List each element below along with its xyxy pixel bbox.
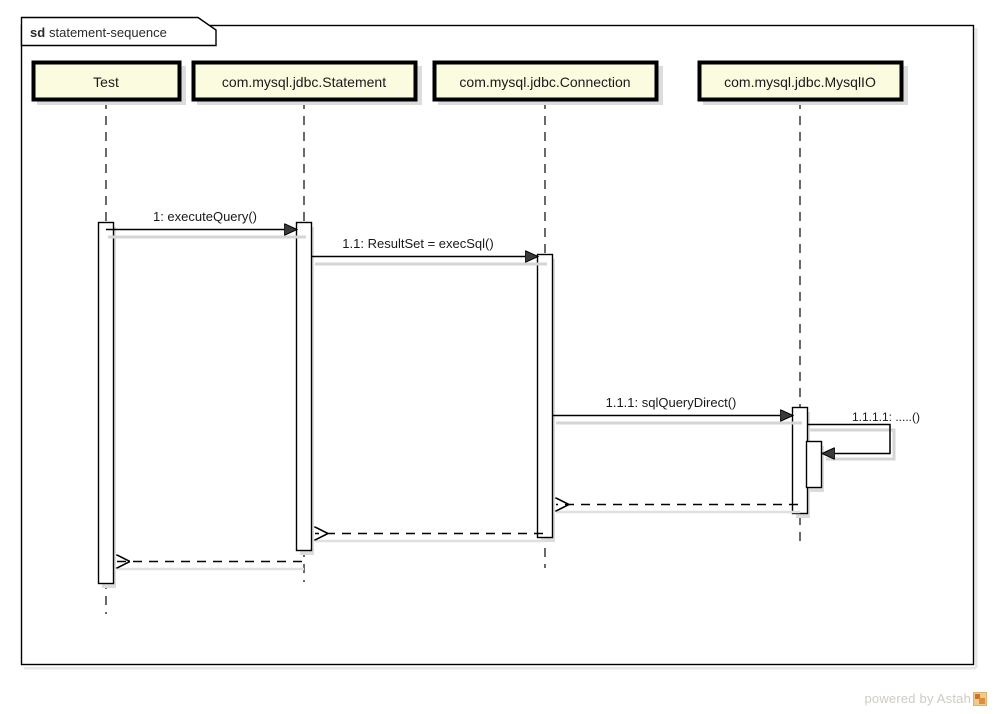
lifeline-head-connection[interactable]: com.mysql.jdbc.Connection	[432, 60, 659, 102]
diagram-frame	[20, 24, 978, 670]
lifeline-head-test[interactable]: Test	[31, 60, 182, 102]
activation-test	[97, 221, 115, 585]
return-message-statement-to-test[interactable]	[117, 562, 304, 571]
message-1-executeQuery[interactable]: 1: executeQuery()	[106, 209, 306, 239]
message-label-1-1-1-1: 1.1.1.1: .....()	[852, 410, 920, 424]
frame-keyword: sd	[30, 25, 45, 40]
message-1-1-1-1-self-call[interactable]: 1.1.1.1: .....()	[807, 410, 920, 461]
activation-statement	[295, 221, 313, 552]
lifeline-head-statement[interactable]: com.mysql.jdbc.Statement	[191, 60, 418, 102]
return-message-mysqlio-to-connection[interactable]	[556, 505, 800, 514]
lifeline-label-connection: com.mysql.jdbc.Connection	[459, 74, 630, 90]
lifeline-label-test: Test	[93, 74, 119, 90]
message-label-1-1: 1.1: ResultSet = execSql()	[342, 236, 493, 251]
lifeline-label-mysqlio: com.mysql.jdbc.MysqlIO	[724, 74, 876, 90]
message-1-1-1-sqlQueryDirect[interactable]: 1.1.1: sqlQueryDirect()	[553, 395, 802, 425]
lifeline-label-statement: com.mysql.jdbc.Statement	[222, 74, 386, 90]
astah-logo-icon	[973, 691, 987, 706]
message-1-1-execSql[interactable]: 1.1: ResultSet = execSql()	[312, 236, 547, 266]
activation-connection	[536, 253, 554, 539]
watermark-text: powered by Astah	[864, 691, 971, 706]
lifeline-head-mysqlio[interactable]: com.mysql.jdbc.MysqlIO	[697, 60, 904, 102]
message-label-1-1-1: 1.1.1: sqlQueryDirect()	[606, 395, 737, 410]
activation-mysqlio-nested	[805, 440, 823, 489]
message-label-1: 1: executeQuery()	[153, 209, 257, 224]
frame-name: statement-sequence	[49, 25, 167, 40]
astah-watermark: powered by Astah	[864, 691, 987, 706]
return-message-connection-to-statement[interactable]	[315, 534, 545, 543]
frame-label-tab: sd statement-sequence	[20, 16, 217, 47]
activation-bars	[97, 221, 823, 585]
